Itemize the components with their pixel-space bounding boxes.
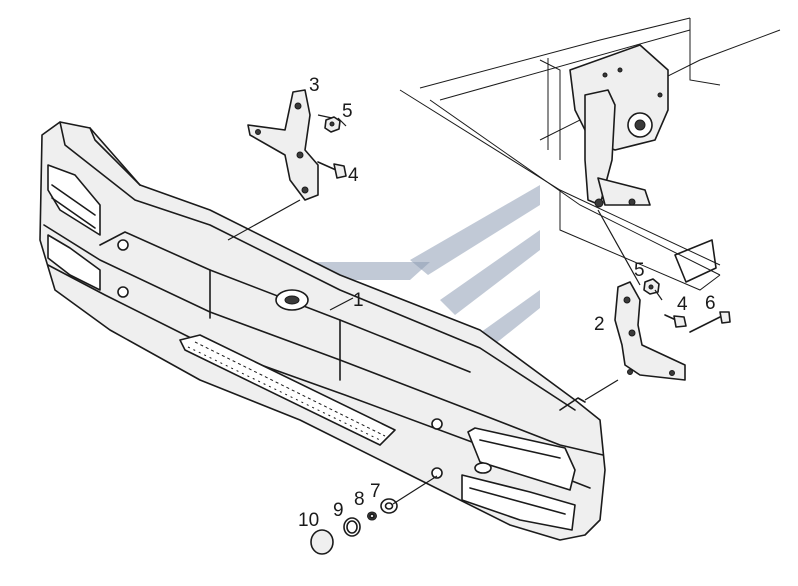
left-bracket [247, 89, 319, 201]
callout-3: 3 [309, 75, 320, 96]
callout-10: 10 [298, 510, 319, 531]
callout-4-right: 4 [677, 294, 688, 315]
callout-5-right: 5 [634, 260, 645, 281]
callout-labels: 1 2 3 4 4 5 5 6 7 8 9 10 [298, 75, 716, 531]
fasteners [310, 116, 731, 555]
callout-6: 6 [705, 293, 716, 314]
callout-1: 1 [353, 290, 364, 311]
callout-9: 9 [333, 500, 344, 521]
right-bracket [614, 281, 686, 381]
callout-7: 7 [370, 481, 381, 502]
leader-lines [227, 114, 663, 505]
front-bumper [39, 121, 606, 541]
callout-2: 2 [594, 314, 605, 335]
callout-5-left: 5 [342, 101, 353, 122]
callout-8: 8 [354, 489, 365, 510]
callout-4-left: 4 [348, 165, 359, 186]
frame-mounting-bracket [569, 44, 669, 208]
